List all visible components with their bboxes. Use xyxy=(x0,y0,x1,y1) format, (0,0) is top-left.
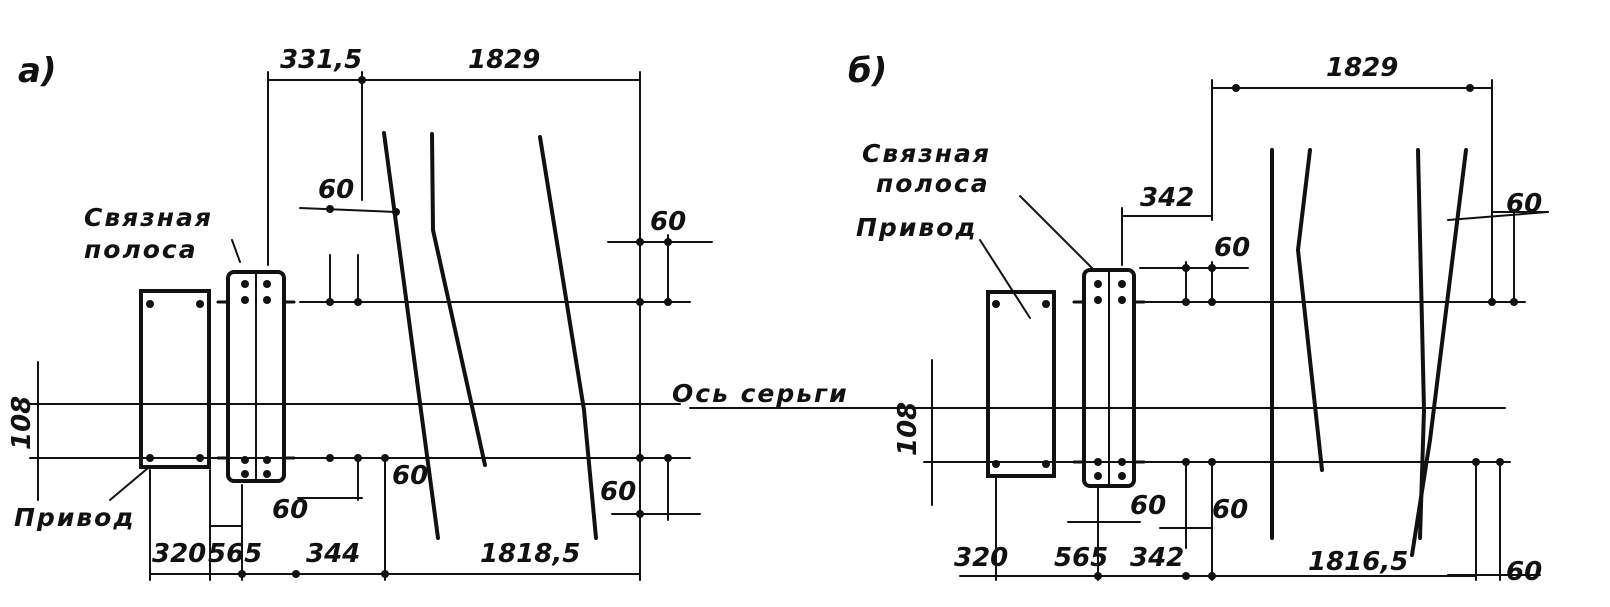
dim-60-a-right-bottom: 60 xyxy=(600,477,636,507)
panel-a: а) 331,5 1829 60 xyxy=(7,45,713,581)
drive-box-a xyxy=(139,289,211,469)
rod-b-4 xyxy=(1410,148,1468,557)
drive-label-b: Привод xyxy=(856,213,978,242)
drive-box-b xyxy=(986,290,1056,478)
dim-60-a-slant: 60 xyxy=(392,461,428,491)
dim-1816-b: 1816,5 xyxy=(1308,547,1408,577)
panel-b: б) 1829 342 xyxy=(848,51,1549,587)
dim-1829-a: 1829 xyxy=(468,45,540,75)
dim-108-b: 108 xyxy=(893,402,923,456)
axis-center: Ось серьги xyxy=(672,379,1506,409)
dim-331: 331,5 xyxy=(280,45,362,75)
rod-a-1 xyxy=(382,131,440,540)
dim-344-a: 344 xyxy=(306,539,360,569)
dim-320-a: 320 xyxy=(152,539,206,569)
panel-a-label: а) xyxy=(18,51,56,91)
dim-1818-a: 1818,5 xyxy=(480,539,580,569)
dim-320-b: 320 xyxy=(954,543,1008,573)
link-strip-label-a-2: полоса xyxy=(84,235,198,264)
rod-a-2 xyxy=(430,132,487,467)
dim-565-b: 565 xyxy=(1054,543,1108,573)
dim-60-a-left: 60 xyxy=(318,175,354,205)
panel-b-label: б) xyxy=(848,51,887,91)
link-strip-label-a-1: Связная xyxy=(84,203,213,232)
link-strip-label-b-1: Связная xyxy=(862,139,991,168)
dim-565-a: 565 xyxy=(208,539,262,569)
drive-label-a: Привод xyxy=(14,503,136,532)
dim-60-a-right-top: 60 xyxy=(650,207,686,237)
dim-342-b: 342 xyxy=(1130,543,1184,573)
dim-342-b-top: 342 xyxy=(1140,183,1194,213)
dim-60-a-bottom-mid: 60 xyxy=(272,495,308,525)
dim-60-b-right-bottom: 60 xyxy=(1506,557,1542,587)
dim-1829-b: 1829 xyxy=(1326,53,1398,83)
rod-b-2 xyxy=(1295,148,1324,472)
dim-60-b-bottom-b: 60 xyxy=(1212,495,1248,525)
dim-60-b-top: 60 xyxy=(1214,233,1250,263)
dim-60-b-bottom-a: 60 xyxy=(1130,491,1166,521)
dim-108-a: 108 xyxy=(7,396,37,450)
axis-label: Ось серьги xyxy=(672,379,849,408)
link-strip-label-b-2: полоса xyxy=(876,169,990,198)
rod-a-3 xyxy=(538,135,598,540)
dim-60-b-right-top: 60 xyxy=(1506,189,1542,219)
